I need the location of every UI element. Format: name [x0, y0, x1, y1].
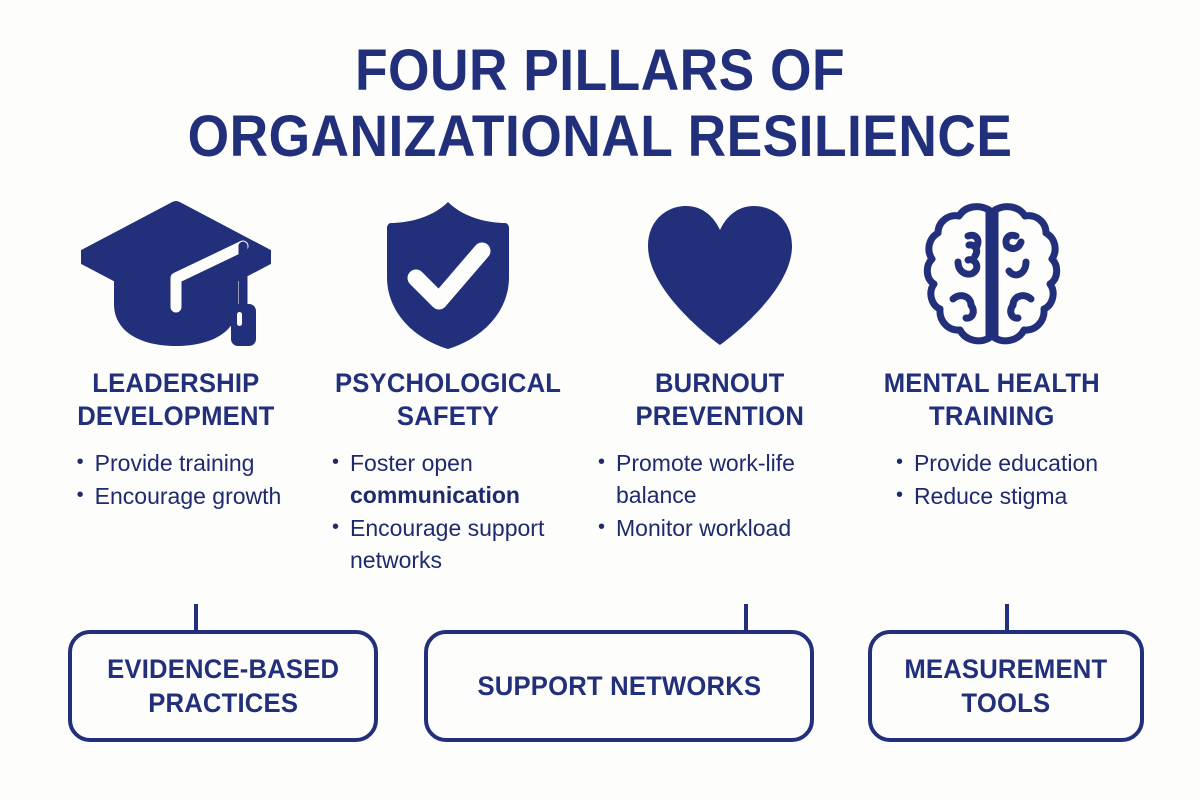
bullet-item: Promote work-life balance [598, 446, 848, 511]
shield-check-icon [383, 195, 513, 355]
page-title-line-2: ORGANIZATIONAL RESILIENCE [187, 104, 1013, 169]
heart-icon [644, 195, 796, 355]
bullet-text: Promote work-life balance [616, 450, 795, 508]
page-title: FOUR PILLARS OF ORGANIZATIONAL RESILIENC… [0, 38, 1200, 170]
connector-line-evidence-based-practices [194, 604, 198, 630]
connector-line-support-networks [744, 604, 748, 630]
foundation-box-measurement-tools[interactable]: MEASUREMENT TOOLS [868, 630, 1144, 742]
pillar-burnout-prevention: BURNOUT PREVENTION Promote work-life bal… [584, 195, 856, 545]
bullet-item: Reduce stigma [896, 479, 1098, 512]
page-title-line-1: FOUR PILLARS OF [354, 38, 846, 103]
foundation-box-evidence-based-practices[interactable]: EVIDENCE-BASED PRACTICES [68, 630, 378, 742]
bullet-text: Provide training [94, 450, 255, 476]
bullet-item: Encourage growth [77, 479, 282, 512]
graduation-cap-icon [81, 195, 271, 355]
bullet-text: Encourage support networks [350, 515, 545, 573]
bullet-item: Provide education [896, 446, 1099, 479]
pillar-bullet-list: Provide training Encourage growth [77, 446, 282, 513]
foundation-row: EVIDENCE-BASED PRACTICES SUPPORT NETWORK… [0, 604, 1200, 764]
pillar-heading: PSYCHOLOGICAL SAFETY [334, 368, 562, 431]
foundation-box-label: EVIDENCE-BASED PRACTICES [106, 654, 340, 718]
bullet-item: Foster open communication [332, 446, 582, 511]
bullet-text: Monitor workload [616, 515, 792, 541]
pillar-heading: BURNOUT PREVENTION [635, 368, 805, 431]
pillars-row: LEADERSHIP DEVELOPMENT Provide training … [40, 195, 1160, 577]
bullet-text: Provide education [913, 450, 1099, 476]
pillar-leadership-development: LEADERSHIP DEVELOPMENT Provide training … [40, 195, 312, 513]
bullet-item: Monitor workload [598, 511, 848, 544]
connector-line-measurement-tools [1005, 604, 1009, 630]
bullet-text: Reduce stigma [913, 483, 1068, 509]
bullet-text-emphasis: communication [350, 482, 520, 508]
brain-icon [923, 195, 1061, 355]
foundation-box-label: SUPPORT NETWORKS [477, 671, 761, 701]
pillar-bullet-list: Foster open communication Encourage supp… [332, 446, 582, 577]
pillar-mental-health-training: MENTAL HEALTH TRAINING Provide education… [856, 195, 1128, 513]
pillar-heading: LEADERSHIP DEVELOPMENT [77, 368, 275, 431]
bullet-text: Encourage growth [94, 483, 282, 509]
pillar-bullet-list: Provide education Reduce stigma [896, 446, 1099, 513]
pillar-psychological-safety: PSYCHOLOGICAL SAFETY Foster open communi… [312, 195, 584, 577]
foundation-box-label: MEASUREMENT TOOLS [904, 654, 1108, 718]
foundation-box-support-networks[interactable]: SUPPORT NETWORKS [424, 630, 814, 742]
bullet-item: Encourage support networks [332, 511, 582, 576]
bullet-item: Provide training [77, 446, 282, 479]
bullet-text: Foster open [350, 450, 473, 476]
pillar-bullet-list: Promote work-life balance Monitor worklo… [598, 446, 848, 545]
pillar-heading: MENTAL HEALTH TRAINING [883, 368, 1101, 431]
